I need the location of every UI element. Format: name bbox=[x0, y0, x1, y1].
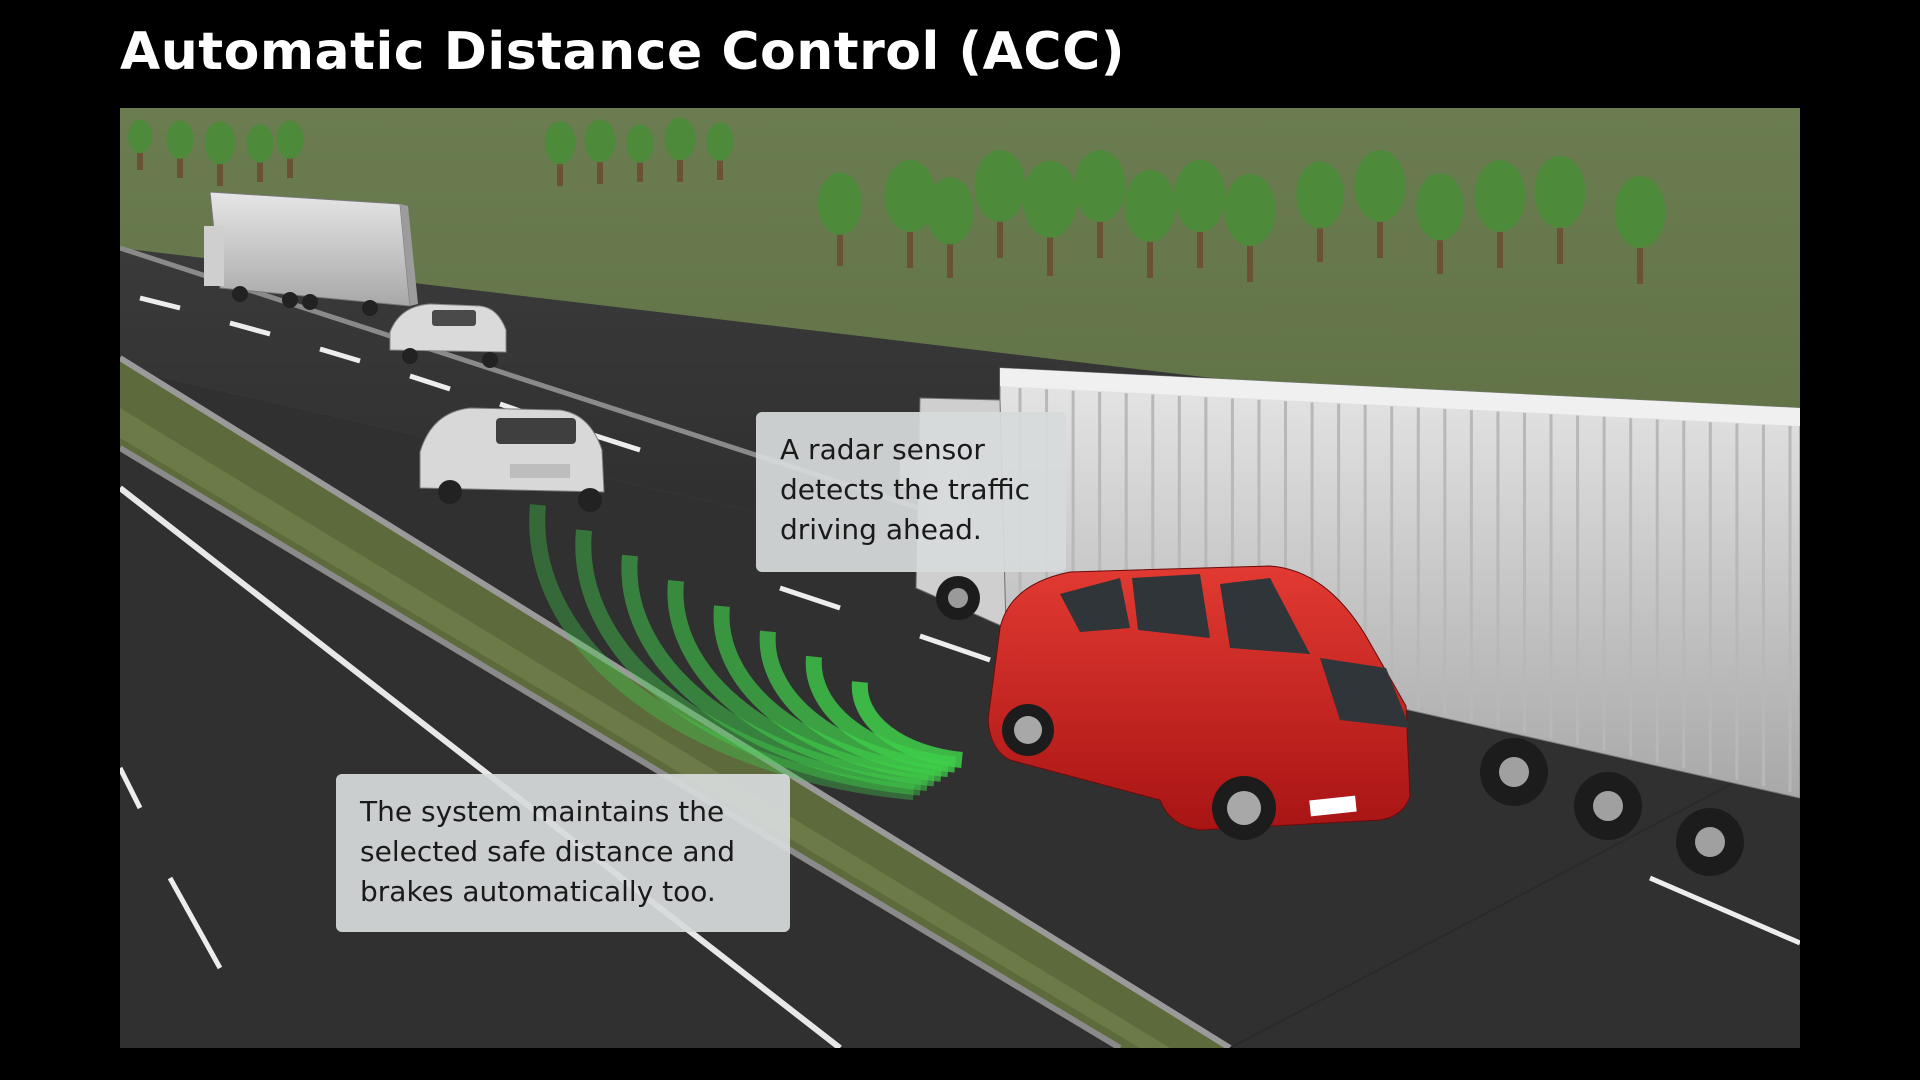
tree-icon bbox=[1534, 156, 1586, 264]
callout-line: detects the traffic bbox=[780, 473, 1031, 506]
tree-icon bbox=[1074, 150, 1126, 258]
tree-icon bbox=[128, 119, 152, 170]
tree-icon bbox=[584, 119, 616, 184]
tree-icon bbox=[544, 121, 576, 186]
callout-line: The system maintains the bbox=[360, 795, 725, 828]
guardrail bbox=[120, 445, 1122, 1048]
radar-wave bbox=[529, 504, 915, 801]
car-icon bbox=[987, 565, 1411, 840]
page-title: Automatic Distance Control (ACC) bbox=[120, 22, 1125, 82]
tree-icon bbox=[664, 117, 696, 182]
tree-icon bbox=[1354, 150, 1406, 258]
callout-line: selected safe distance and bbox=[360, 835, 736, 868]
radar-wave bbox=[575, 529, 922, 796]
tree-icon bbox=[1224, 174, 1276, 282]
car-icon bbox=[389, 303, 507, 368]
tree-icon bbox=[276, 120, 304, 178]
tree-icon bbox=[1174, 160, 1226, 268]
highway-illustration: A radar sensor detects the traffic drivi… bbox=[120, 108, 1800, 1048]
lane-markings bbox=[120, 295, 1800, 970]
tree-icon bbox=[246, 124, 274, 182]
system-callout: The system maintains the selected safe d… bbox=[336, 774, 790, 932]
tree-icon bbox=[1614, 176, 1666, 284]
tree-icon bbox=[1416, 173, 1464, 274]
tree-icon bbox=[1022, 160, 1078, 276]
radar-callout: A radar sensor detects the traffic drivi… bbox=[756, 412, 1066, 572]
tree-icon bbox=[626, 124, 654, 182]
highway-scene-svg bbox=[120, 108, 1800, 1048]
tree-icon bbox=[204, 121, 236, 186]
tree-icon bbox=[974, 150, 1026, 258]
radar-wave bbox=[621, 554, 929, 791]
tree-icon bbox=[1124, 170, 1176, 278]
guardrail bbox=[120, 355, 1232, 1048]
car-icon bbox=[419, 407, 605, 512]
tree-icon bbox=[1474, 160, 1526, 268]
radar-wave-icon bbox=[529, 504, 963, 801]
truck-icon bbox=[204, 191, 418, 316]
tree-icon bbox=[926, 177, 974, 278]
tree-icon bbox=[1296, 161, 1344, 262]
tree-icon bbox=[166, 120, 194, 178]
callout-line: brakes automatically too. bbox=[360, 875, 716, 908]
tree-icon bbox=[884, 160, 936, 268]
callout-line: driving ahead. bbox=[780, 513, 982, 546]
tree-icon bbox=[706, 122, 734, 180]
tree-icon bbox=[817, 172, 863, 266]
callout-line: A radar sensor bbox=[780, 433, 985, 466]
tree-group bbox=[128, 117, 1666, 284]
